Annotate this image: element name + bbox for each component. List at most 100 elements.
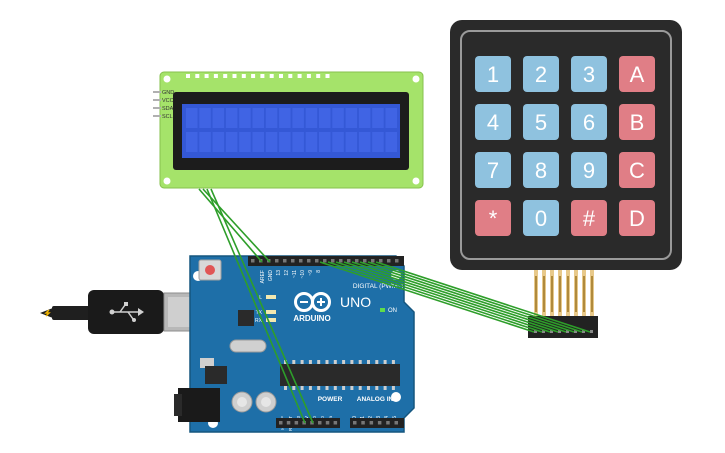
wires[interactable] [198, 188, 591, 424]
analog-header[interactable] [350, 418, 404, 428]
lcd-cell [332, 108, 344, 128]
lcd-cell [265, 132, 278, 152]
key-face [571, 104, 607, 140]
keypad-wire[interactable] [351, 261, 567, 333]
led [266, 318, 276, 322]
key-face [523, 152, 559, 188]
chip-leg [308, 386, 312, 390]
header-hole [394, 421, 398, 425]
header-hole [307, 259, 311, 263]
keypad-connector-holes [534, 330, 593, 333]
led-label: L [259, 295, 262, 301]
lcd-wire[interactable] [206, 188, 306, 424]
usb-chip [238, 310, 254, 326]
keypad-key-b[interactable]: B [619, 104, 655, 140]
lcd-wire[interactable] [210, 188, 314, 424]
lcd-character-cells [186, 108, 397, 152]
keypad-key-star[interactable]: * [475, 200, 511, 236]
keypad-wire[interactable] [359, 261, 575, 333]
keypad-wire[interactable] [343, 261, 559, 333]
keypad-key-6[interactable]: 6 [571, 104, 607, 140]
lcd-header-pin [297, 74, 302, 78]
digital-pin-label: 8 [316, 270, 322, 273]
chip-leg [300, 386, 304, 390]
keypad-key-hash[interactable]: # [571, 200, 607, 236]
power-jack[interactable] [178, 388, 220, 422]
digital-pin-label: ~9 [308, 270, 314, 276]
keypad-wire[interactable] [335, 261, 551, 333]
lcd-header-pin [204, 74, 209, 78]
header-hole [369, 421, 374, 425]
keypad-key-7[interactable]: 7 [475, 152, 511, 188]
atmega-chip-legs [284, 360, 395, 390]
key-label: 7 [487, 158, 499, 183]
keypad-ribbon-cable [534, 270, 594, 316]
keypad-wire[interactable] [327, 261, 543, 333]
lcd-header-pins [186, 74, 330, 78]
keypad-key-9[interactable]: 9 [571, 152, 607, 188]
key-label: # [583, 206, 596, 231]
keypad-connector [528, 316, 598, 338]
lcd-header-pin [279, 74, 283, 78]
ribbon-trace-core [551, 276, 553, 312]
lcd-cell [305, 132, 318, 152]
key-label: B [630, 110, 645, 135]
keypad-key-5[interactable]: 5 [523, 104, 559, 140]
lcd-cell [332, 132, 344, 152]
keypad-key-a[interactable]: A [619, 56, 655, 92]
lcd-cell [199, 132, 211, 152]
key-face [475, 200, 511, 236]
lcd-mount-hole [412, 75, 420, 83]
keypad-key-c[interactable]: C [619, 152, 655, 188]
lcd-header-pin [223, 74, 228, 78]
chip-leg [317, 386, 321, 390]
keypad-key-4[interactable]: 4 [475, 104, 511, 140]
chip-leg [375, 386, 379, 390]
lcd-header-pin [241, 74, 246, 78]
crystal [229, 339, 267, 353]
keypad-key-1[interactable]: 1 [475, 56, 511, 92]
header-hole [286, 421, 291, 425]
lcd-pin-label: GND [162, 90, 174, 96]
chip-leg [325, 386, 329, 390]
connector-hole [590, 330, 593, 333]
lcd-header-pin [213, 74, 218, 78]
connector-hole [582, 330, 585, 333]
power-label: POWER [318, 396, 343, 403]
keypad-key-2[interactable]: 2 [523, 56, 559, 92]
lcd-pin-label: VCC [162, 98, 174, 104]
keypad-wire[interactable] [375, 261, 591, 333]
header-hole [331, 259, 335, 263]
lcd-cell [239, 132, 251, 152]
header-hole [353, 421, 357, 425]
key-face [571, 200, 607, 236]
reset-button-cap[interactable] [205, 265, 215, 275]
keypad-key-3[interactable]: 3 [571, 56, 607, 92]
keypad-key-d[interactable]: D [619, 200, 655, 236]
keypad-wire[interactable] [319, 261, 535, 333]
keypad-key-8[interactable]: 8 [523, 152, 559, 188]
header-hole [347, 259, 351, 263]
chip-leg [383, 360, 387, 364]
lcd-cell [225, 132, 238, 152]
chip-leg [292, 386, 296, 390]
lcd-cell [265, 108, 278, 128]
capacitor [200, 358, 214, 368]
usb-icon [109, 302, 144, 322]
header-hole [294, 421, 299, 425]
keypad-key-0[interactable]: 0 [523, 200, 559, 236]
keypad-wire[interactable] [367, 261, 583, 333]
lcd-cell [319, 132, 331, 152]
lcd-mount-hole [163, 75, 171, 83]
lcd-cell [385, 132, 397, 152]
power-jack-tip [174, 394, 182, 416]
lcd-wire[interactable] [202, 188, 271, 263]
power-header[interactable] [276, 418, 340, 428]
chip-leg [308, 360, 312, 364]
lcd-wire[interactable] [198, 188, 263, 263]
